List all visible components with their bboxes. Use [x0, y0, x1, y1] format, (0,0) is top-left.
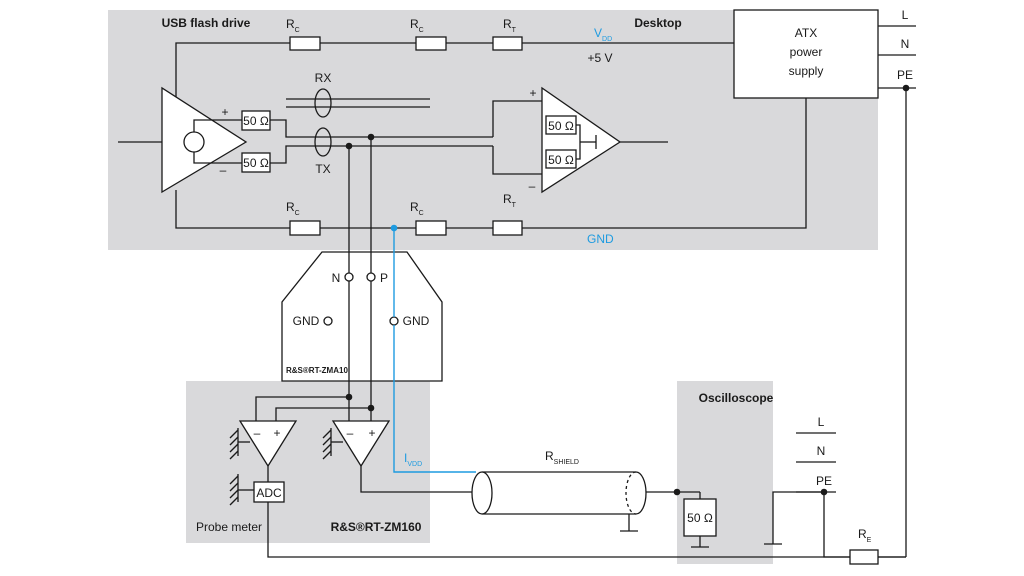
amp-supply-hatch-left [229, 428, 250, 460]
scope-n-label: N [817, 444, 826, 458]
svg-text:50 Ω: 50 Ω [243, 114, 269, 128]
oscilloscope-block-title: Oscilloscope [699, 391, 774, 405]
tx-ferrite [314, 127, 332, 157]
adapter-n-terminal [344, 272, 354, 282]
rt-label-gnd: RT [503, 192, 517, 209]
resistor-rt-gnd [492, 220, 523, 236]
rc-label-desktop-vdd: RC [410, 17, 424, 34]
svg-text:+: + [529, 86, 536, 100]
desktop-block-title: Desktop [634, 16, 681, 30]
rc-label-usb-gnd: RC [286, 200, 300, 217]
amp-supply-hatch-right [322, 428, 343, 460]
adapter-gnd-right-terminal [389, 316, 399, 326]
ivdd-label: IVDD [404, 451, 422, 468]
svg-text:50 Ω: 50 Ω [243, 156, 269, 170]
rshield-label: RSHIELD [545, 449, 579, 466]
tx-label: TX [315, 162, 330, 176]
svg-text:+: + [221, 105, 228, 119]
adapter-p-terminal [366, 272, 376, 282]
atx-label-2: power [790, 45, 823, 59]
resistor-rc-desktop-vdd [415, 36, 447, 51]
adapter-name-label: R&S®RT-ZMA10 [286, 366, 348, 375]
current-source-icon [183, 131, 205, 153]
rx-ferrite [314, 88, 332, 118]
scope-l-label: L [818, 415, 825, 429]
rx-label: RX [315, 71, 332, 85]
adc-supply-hatch [229, 474, 254, 506]
resistor-50ohm-scope [683, 498, 717, 537]
adapter-gnd-left-terminal [323, 316, 333, 326]
svg-text:50 Ω: 50 Ω [548, 153, 574, 167]
rt-label-vdd: RT [503, 17, 517, 34]
scope-pe-label: PE [816, 474, 832, 488]
atx-label-3: supply [789, 64, 824, 78]
zm160-title: R&S®RT-ZM160 [331, 520, 422, 534]
plus5v-label: +5 V [587, 51, 612, 65]
re-label: RE [858, 527, 872, 544]
shielded-cable [471, 471, 647, 515]
adapter-p-label: P [380, 271, 388, 285]
resistor-rc-desktop-gnd [415, 220, 447, 236]
svg-text:–: – [529, 179, 536, 193]
rc-label-desktop-gnd: RC [410, 200, 424, 217]
probe-meter-title: Probe meter [196, 520, 262, 534]
atx-label-1: ATX [795, 26, 817, 40]
svg-text:50 Ω: 50 Ω [548, 119, 574, 133]
svg-text:–: – [220, 163, 227, 177]
adapter-gnd-left-label: GND [293, 314, 320, 328]
svg-text:+: + [273, 426, 280, 440]
adapter-n-label: N [332, 271, 341, 285]
gnd-rail-label: GND [587, 232, 614, 246]
atx-power-supply [733, 9, 879, 99]
mains-pe-label: PE [897, 68, 913, 82]
adc-label: ADC [256, 486, 282, 500]
mains-l-label: L [902, 8, 909, 22]
resistor-rc-usb-vdd [289, 36, 321, 51]
probe-meter-amplifier [238, 420, 298, 468]
resistor-rt-vdd [492, 36, 523, 51]
svg-text:–: – [347, 426, 354, 440]
adapter-zma10 [281, 251, 443, 382]
usb-block-title: USB flash drive [162, 16, 251, 30]
mains-n-label: N [901, 37, 910, 51]
rc-label-usb-vdd: RC [286, 17, 300, 34]
svg-text:50 Ω: 50 Ω [687, 511, 713, 525]
svg-text:+: + [368, 426, 375, 440]
vdd-label: VDD [594, 26, 612, 43]
resistor-re [849, 549, 879, 565]
resistor-rc-usb-gnd [289, 220, 321, 236]
svg-text:–: – [254, 426, 261, 440]
adapter-gnd-right-label: GND [403, 314, 430, 328]
adc-box [253, 481, 285, 503]
zm160-amplifier [331, 420, 391, 468]
